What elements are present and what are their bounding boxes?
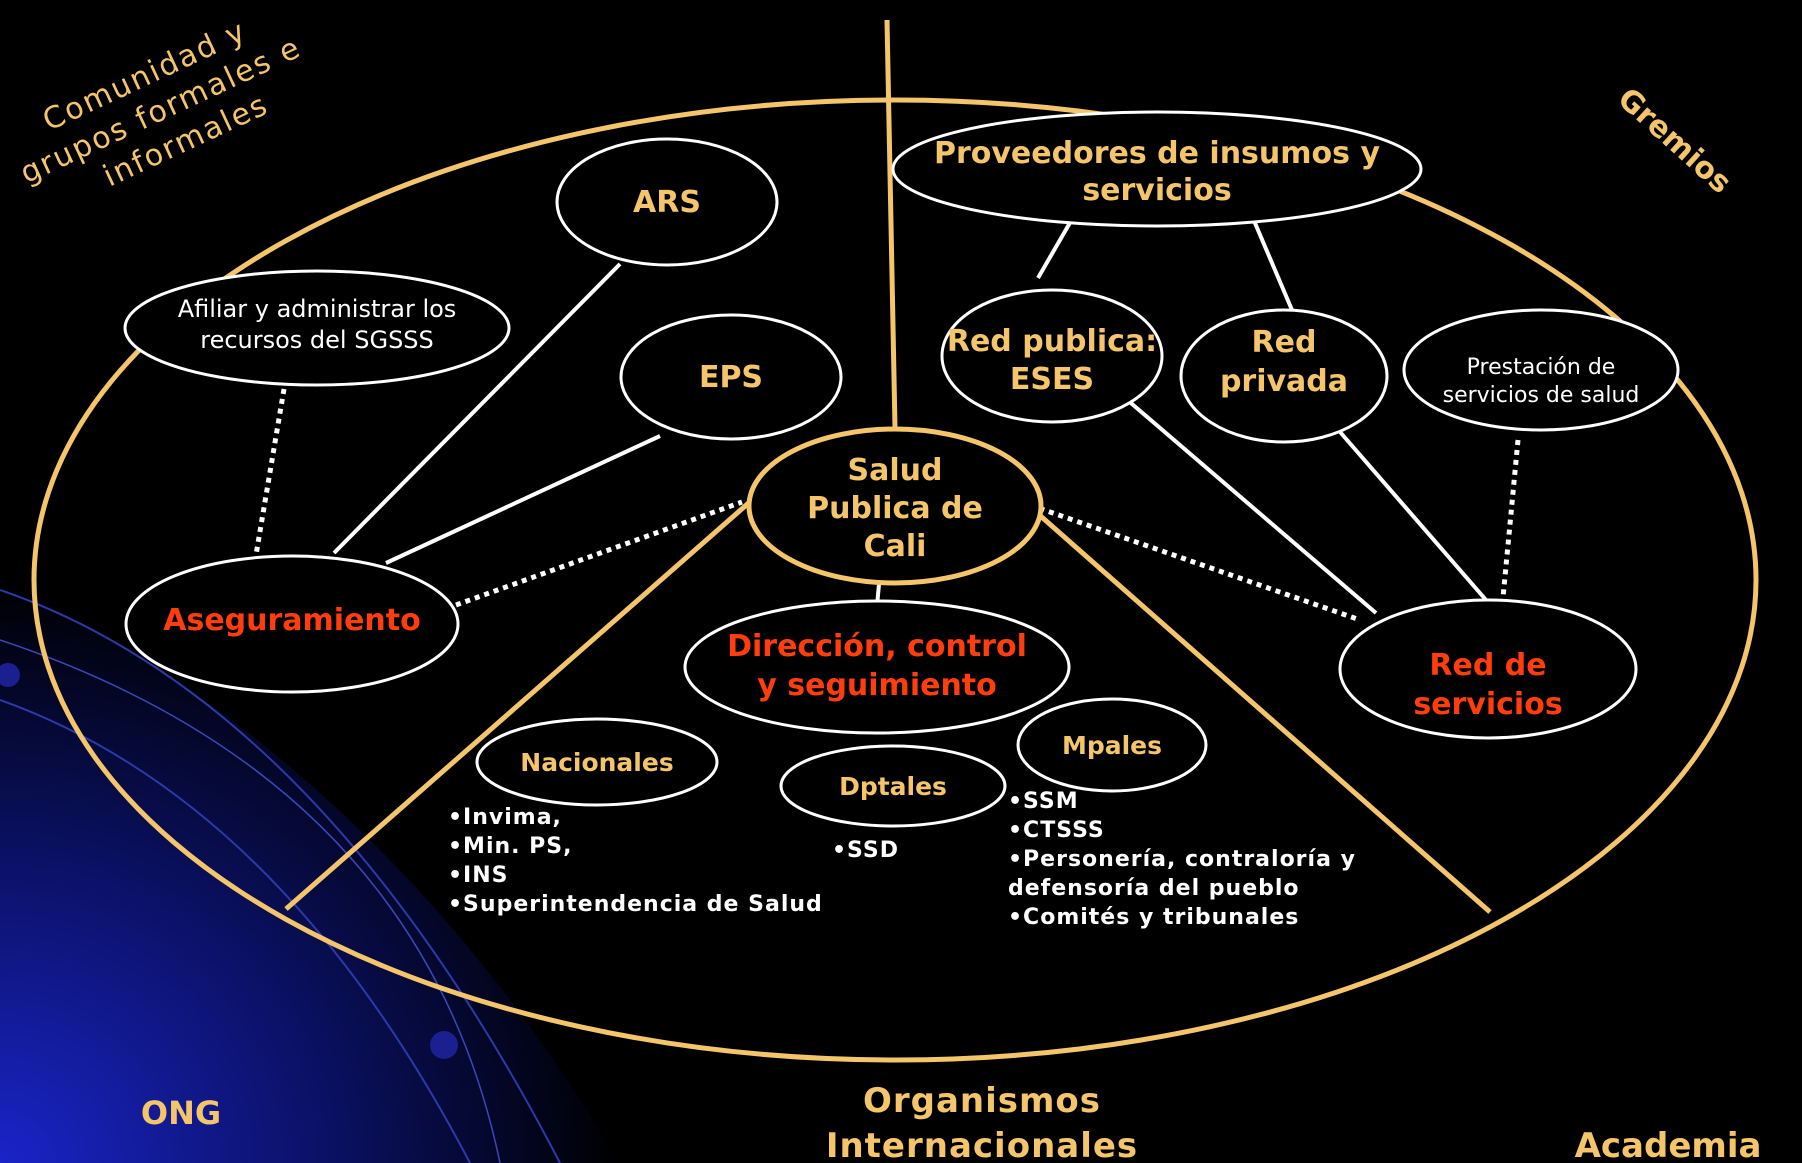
salud-publica-node: [746, 426, 1044, 586]
connector-line: [1250, 215, 1294, 311]
mpales-node: [1016, 697, 1208, 793]
nacionales-label: Nacionales: [520, 748, 673, 777]
divider-left: [284, 498, 754, 911]
afiliar-label-line2: recursos del SGSSS: [200, 326, 434, 354]
decorative-dot: [0, 663, 20, 687]
aseguramiento-label: Aseguramiento: [163, 603, 421, 638]
decorative-dot: [430, 1031, 458, 1059]
mpales-item: defensoría del pueblo: [1008, 876, 1300, 901]
proveedores-label-line1: Proveedores de insumos y: [934, 136, 1380, 171]
connector-line: [1332, 423, 1488, 602]
dptales-node: [779, 744, 1007, 828]
red-privada-label-line2: privada: [1220, 364, 1348, 399]
red-privada-label-line1: Red: [1252, 325, 1317, 360]
dotted-connector: [253, 388, 287, 556]
red-servicios-node: [1338, 598, 1638, 740]
nacionales-item: •INS: [448, 863, 509, 888]
ars-label: ARS: [633, 185, 701, 220]
eps-node: [619, 313, 843, 441]
red-servicios-label-line2: servicios: [1413, 687, 1562, 722]
decorative-arc: [0, 639, 501, 1163]
prestacion-node: [1402, 308, 1680, 432]
connector-line: [385, 434, 661, 565]
divider-top: [884, 19, 898, 429]
ong-label: ONG: [141, 1094, 221, 1132]
outer-ellipse: [31, 97, 1759, 1063]
dptales-item: •SSD: [832, 838, 899, 863]
ars-node: [555, 137, 779, 267]
afiliar-node: [123, 269, 511, 387]
mpales-item: •SSM: [1008, 789, 1079, 814]
salud-publica-label-line2: Publica de: [807, 491, 983, 526]
dptales-label: Dptales: [839, 772, 947, 801]
academia-label: Academia: [1575, 1126, 1762, 1163]
afiliar-label-line1: Afiliar y administrar los: [178, 295, 457, 323]
connector-line: [1116, 390, 1378, 615]
red-publica-label-line2: ESES: [1010, 362, 1094, 397]
direccion-label-line2: y seguimiento: [757, 668, 997, 703]
nacionales-item: •Min. PS,: [448, 834, 573, 859]
nacionales-item: •Superintendencia de Salud: [448, 892, 823, 917]
mpales-item: •CTSSS: [1008, 818, 1105, 843]
mpales-item: •Personería, contraloría y: [1008, 847, 1356, 872]
proveedores-label-line2: servicios: [1082, 173, 1231, 208]
eps-label: EPS: [699, 360, 763, 395]
red-servicios-label-line1: Red de: [1429, 648, 1546, 683]
direccion-node: [683, 599, 1071, 735]
salud-publica-label-line1: Salud: [848, 453, 943, 488]
red-publica-label-line1: Red publica:: [947, 324, 1157, 359]
prestacion-label-line1: Prestación de: [1467, 355, 1616, 380]
nacionales-item: •Invima,: [448, 805, 562, 830]
nacionales-node: [475, 717, 719, 807]
decorative-arc: [0, 589, 561, 1163]
salud-publica-label-line3: Cali: [864, 529, 927, 564]
mpales-label: Mpales: [1062, 731, 1162, 760]
prestacion-label-line2: servicios de salud: [1443, 383, 1640, 408]
gremios-label: Gremios: [1611, 81, 1738, 201]
dotted-connector: [1029, 502, 1361, 623]
red-publica-node: [940, 288, 1164, 424]
connector-line: [1036, 212, 1077, 280]
organismos-label-line1: Organismos: [863, 1081, 1101, 1121]
direccion-label-line1: Dirección, control: [727, 629, 1027, 664]
dotted-connector: [1499, 439, 1521, 609]
blue-background-swoosh: [0, 580, 620, 1163]
mpales-item: •Comités y tribunales: [1008, 905, 1299, 930]
dotted-connector: [455, 499, 743, 608]
organismos-label-line2: Internacionales: [826, 1126, 1138, 1163]
connector-line: [332, 262, 622, 555]
red-privada-node: [1179, 308, 1389, 444]
aseguramiento-node: [124, 554, 460, 694]
proveedores-node: [891, 110, 1423, 228]
divider-right: [1034, 510, 1492, 914]
